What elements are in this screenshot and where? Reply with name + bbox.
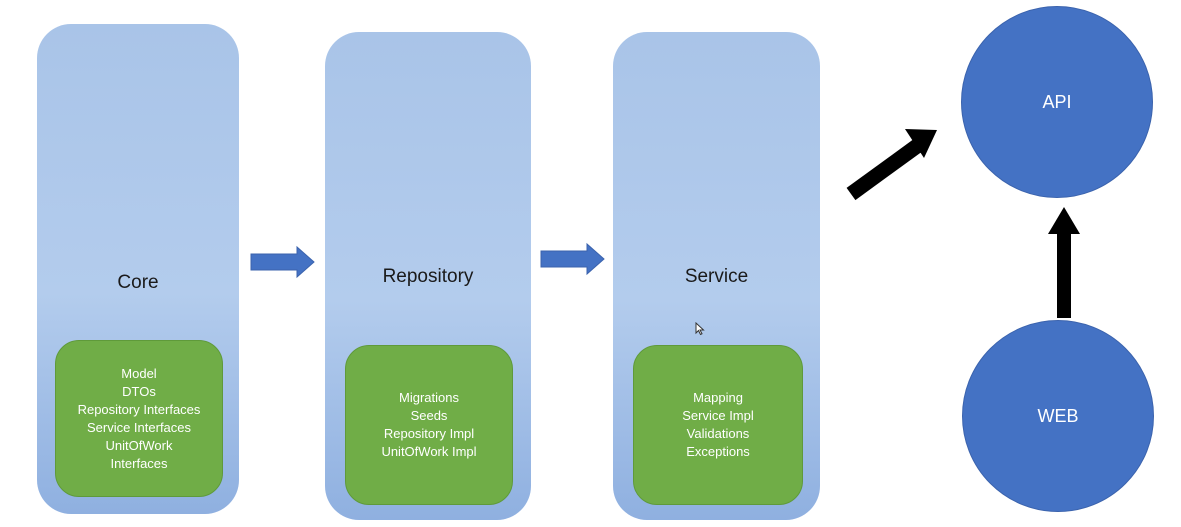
dependency-arrow-web-to-api: [1048, 207, 1080, 318]
core-layer: Core Model DTOs Repository Interfaces Se…: [37, 24, 239, 514]
api-node-label: API: [1042, 91, 1072, 112]
service-contents-box: Mapping Service Impl Validations Excepti…: [633, 345, 803, 505]
flow-arrow-core-to-repository: [250, 245, 315, 279]
web-node: WEB: [962, 320, 1154, 512]
flow-arrow-repository-to-service: [540, 242, 605, 276]
service-layer-title: Service: [684, 266, 749, 287]
api-node: API: [961, 6, 1153, 198]
core-layer-title: Core: [117, 272, 159, 293]
repository-contents-box: Migrations Seeds Repository Impl UnitOfW…: [345, 345, 513, 505]
core-item: Repository Interfaces: [77, 401, 201, 417]
core-item: Service Interfaces: [86, 419, 192, 435]
service-item: Validations: [686, 426, 750, 441]
repository-layer-title: Repository: [382, 266, 474, 287]
repository-item: Seeds: [410, 408, 448, 423]
service-layer: Service Mapping Service Impl Validations…: [613, 32, 820, 520]
repository-item: Migrations: [399, 390, 459, 405]
dependency-arrow-service-to-api: [846, 129, 937, 201]
service-item: Mapping: [693, 390, 743, 405]
repository-layer: Repository Migrations Seeds Repository I…: [325, 32, 531, 520]
service-item: Service Impl: [682, 408, 754, 423]
core-item: Model: [121, 365, 157, 381]
web-node-label: WEB: [1037, 405, 1079, 426]
mouse-cursor-icon: [695, 322, 705, 336]
repository-item: Repository Impl: [383, 426, 475, 441]
service-item: Exceptions: [686, 444, 750, 459]
core-item: DTOs: [122, 383, 156, 399]
repository-item: UnitOfWork Impl: [381, 444, 477, 459]
core-contents-box: Model DTOs Repository Interfaces Service…: [55, 340, 223, 497]
core-item: UnitOfWork: [105, 437, 173, 453]
core-item: Interfaces: [110, 455, 168, 471]
